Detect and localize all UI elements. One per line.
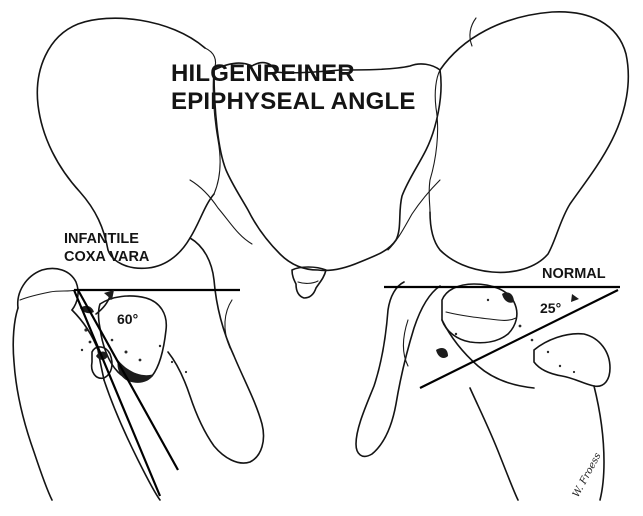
right-epiphyseal-line xyxy=(420,290,618,388)
right-femur-shaft-outer xyxy=(594,386,604,500)
artist-signature: W. Froess xyxy=(571,451,604,499)
left-angle-value: 60° xyxy=(117,311,138,327)
infantile-coxa-vara-label: INFANTILE COXA VARA xyxy=(64,232,149,267)
title-line-2: EPIPHYSEAL ANGLE xyxy=(171,90,416,114)
right-ischium-inner xyxy=(404,320,409,366)
right-ischium xyxy=(356,282,440,456)
left-femur-shaft xyxy=(13,308,52,500)
left-ischium xyxy=(168,238,264,463)
left-femur-shaft-inner xyxy=(104,380,160,500)
right-femur-shaft xyxy=(470,388,518,500)
diagram-title: HILGENREINER EPIPHYSEAL ANGLE xyxy=(171,62,416,118)
right-angle-value: 25° xyxy=(540,300,561,316)
left-physis xyxy=(20,290,76,300)
left-acetabulum-fragment xyxy=(99,296,167,381)
coccyx xyxy=(292,267,326,298)
sacrum-notch-left xyxy=(190,180,252,244)
right-angle-arrowhead xyxy=(571,294,579,302)
right-ilium xyxy=(430,12,628,273)
left-label-line-2: COXA VARA xyxy=(64,250,149,265)
coccyx-segment xyxy=(298,281,318,283)
signature-text: W. Froess xyxy=(571,451,604,499)
title-line-1: HILGENREINER xyxy=(171,62,416,86)
right-greater-trochanter xyxy=(534,334,610,387)
normal-label: NORMAL xyxy=(542,267,606,282)
left-label-line-1: INFANTILE xyxy=(64,232,149,247)
right-ilium-crest-detail xyxy=(470,18,476,46)
right-physis xyxy=(446,312,516,320)
left-femoral-head xyxy=(18,269,78,311)
